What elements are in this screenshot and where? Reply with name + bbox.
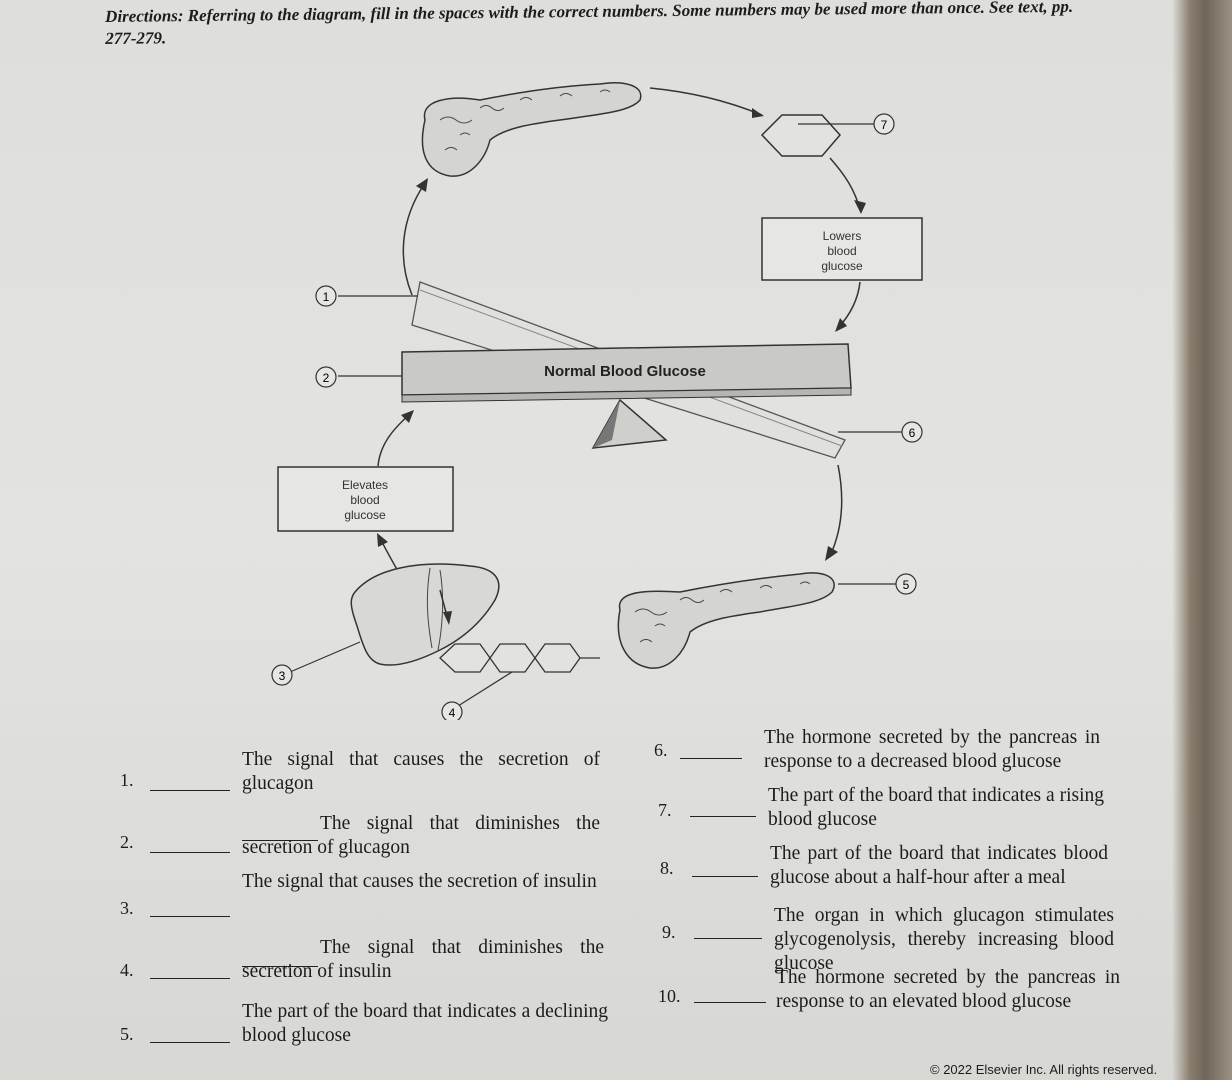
- callout-6: 6: [901, 421, 923, 443]
- question-text: The part of the board that indicates blo…: [770, 843, 1108, 888]
- elevates-line-3: glucose: [344, 508, 386, 522]
- answer-blank-2b[interactable]: [242, 840, 318, 841]
- svg-text:5: 5: [903, 578, 910, 592]
- blood-glucose-diagram: Lowers blood glucose Normal Blood Glucos…: [271, 82, 923, 720]
- question-number: 7.: [658, 800, 672, 820]
- page-edge-background: [1172, 0, 1232, 1080]
- liver-illustration: [350, 563, 500, 666]
- answer-blank-4a[interactable]: [150, 978, 230, 979]
- question-text: The hormone secreted by the pancreas in …: [776, 967, 1120, 1012]
- lowers-line-1: Lowers: [823, 229, 862, 243]
- question-text: The signal that diminishes the secretion…: [242, 813, 600, 858]
- board-label: Normal Blood Glucose: [544, 363, 706, 380]
- elevates-line-2: blood: [350, 493, 379, 507]
- lowers-line-3: glucose: [821, 259, 863, 273]
- callout-3: 3: [271, 664, 293, 686]
- callout-5: 5: [895, 573, 917, 595]
- worksheet-page: [0, 0, 1195, 1080]
- answer-blank-4b[interactable]: [242, 966, 318, 967]
- question-number: 1.: [120, 770, 134, 790]
- question-number: 2.: [120, 832, 134, 852]
- answer-blank-7[interactable]: [690, 816, 756, 817]
- question-number: 9.: [662, 922, 676, 942]
- answer-blank-9[interactable]: [694, 938, 762, 939]
- answer-blank-3[interactable]: [150, 916, 230, 917]
- question-number: 8.: [660, 858, 674, 878]
- question-text: The part of the board that indicates a r…: [768, 785, 1104, 830]
- question-number: 10.: [658, 986, 681, 1006]
- answer-blank-8[interactable]: [692, 876, 758, 877]
- question-text: The part of the board that indicates a d…: [242, 1001, 608, 1046]
- copyright-notice: © 2022 Elsevier Inc. All rights reserved…: [930, 1062, 1158, 1077]
- glucose-chain-illustration: [439, 643, 600, 673]
- question-number: 6.: [654, 740, 668, 760]
- callout-1: 1: [315, 285, 337, 307]
- callout-4: 4: [441, 701, 463, 720]
- elevates-glucose-box: [277, 466, 454, 532]
- callout-7: 7: [873, 113, 895, 135]
- question-number: 4.: [120, 960, 134, 980]
- answer-blank-2a[interactable]: [150, 852, 230, 853]
- pancreas-top-illustration: [421, 82, 642, 177]
- question-text: The signal that causes the secretion of …: [242, 871, 597, 892]
- question-number: 5.: [120, 1024, 134, 1044]
- question-text: The hormone secreted by the pancreas in …: [764, 727, 1100, 772]
- arrow-pancreas-to-insulin: [649, 87, 763, 116]
- elevates-line-1: Elevates: [342, 478, 388, 492]
- svg-text:6: 6: [909, 426, 916, 440]
- question-text: The signal that diminishes the secretion…: [242, 937, 604, 982]
- callout-2: 2: [315, 366, 337, 388]
- question-text: The signal that causes the secretion of …: [242, 749, 600, 794]
- svg-text:4: 4: [449, 706, 456, 720]
- question-text: The organ in which glucagon stimulates g…: [774, 905, 1114, 974]
- question-number: 3.: [120, 898, 134, 918]
- answer-blank-1[interactable]: [150, 790, 230, 791]
- lowers-glucose-box: [761, 217, 923, 281]
- answer-blank-5[interactable]: [150, 1042, 230, 1043]
- svg-text:2: 2: [323, 371, 330, 385]
- lowers-line-2: blood: [827, 244, 856, 258]
- svg-text:7: 7: [881, 118, 888, 132]
- svg-text:3: 3: [279, 669, 286, 683]
- answer-blank-10[interactable]: [694, 1002, 766, 1003]
- answer-blank-6[interactable]: [680, 758, 742, 759]
- pancreas-bottom-illustration: [617, 572, 835, 669]
- svg-text:1: 1: [323, 290, 330, 304]
- insulin-hexagon: [760, 114, 841, 157]
